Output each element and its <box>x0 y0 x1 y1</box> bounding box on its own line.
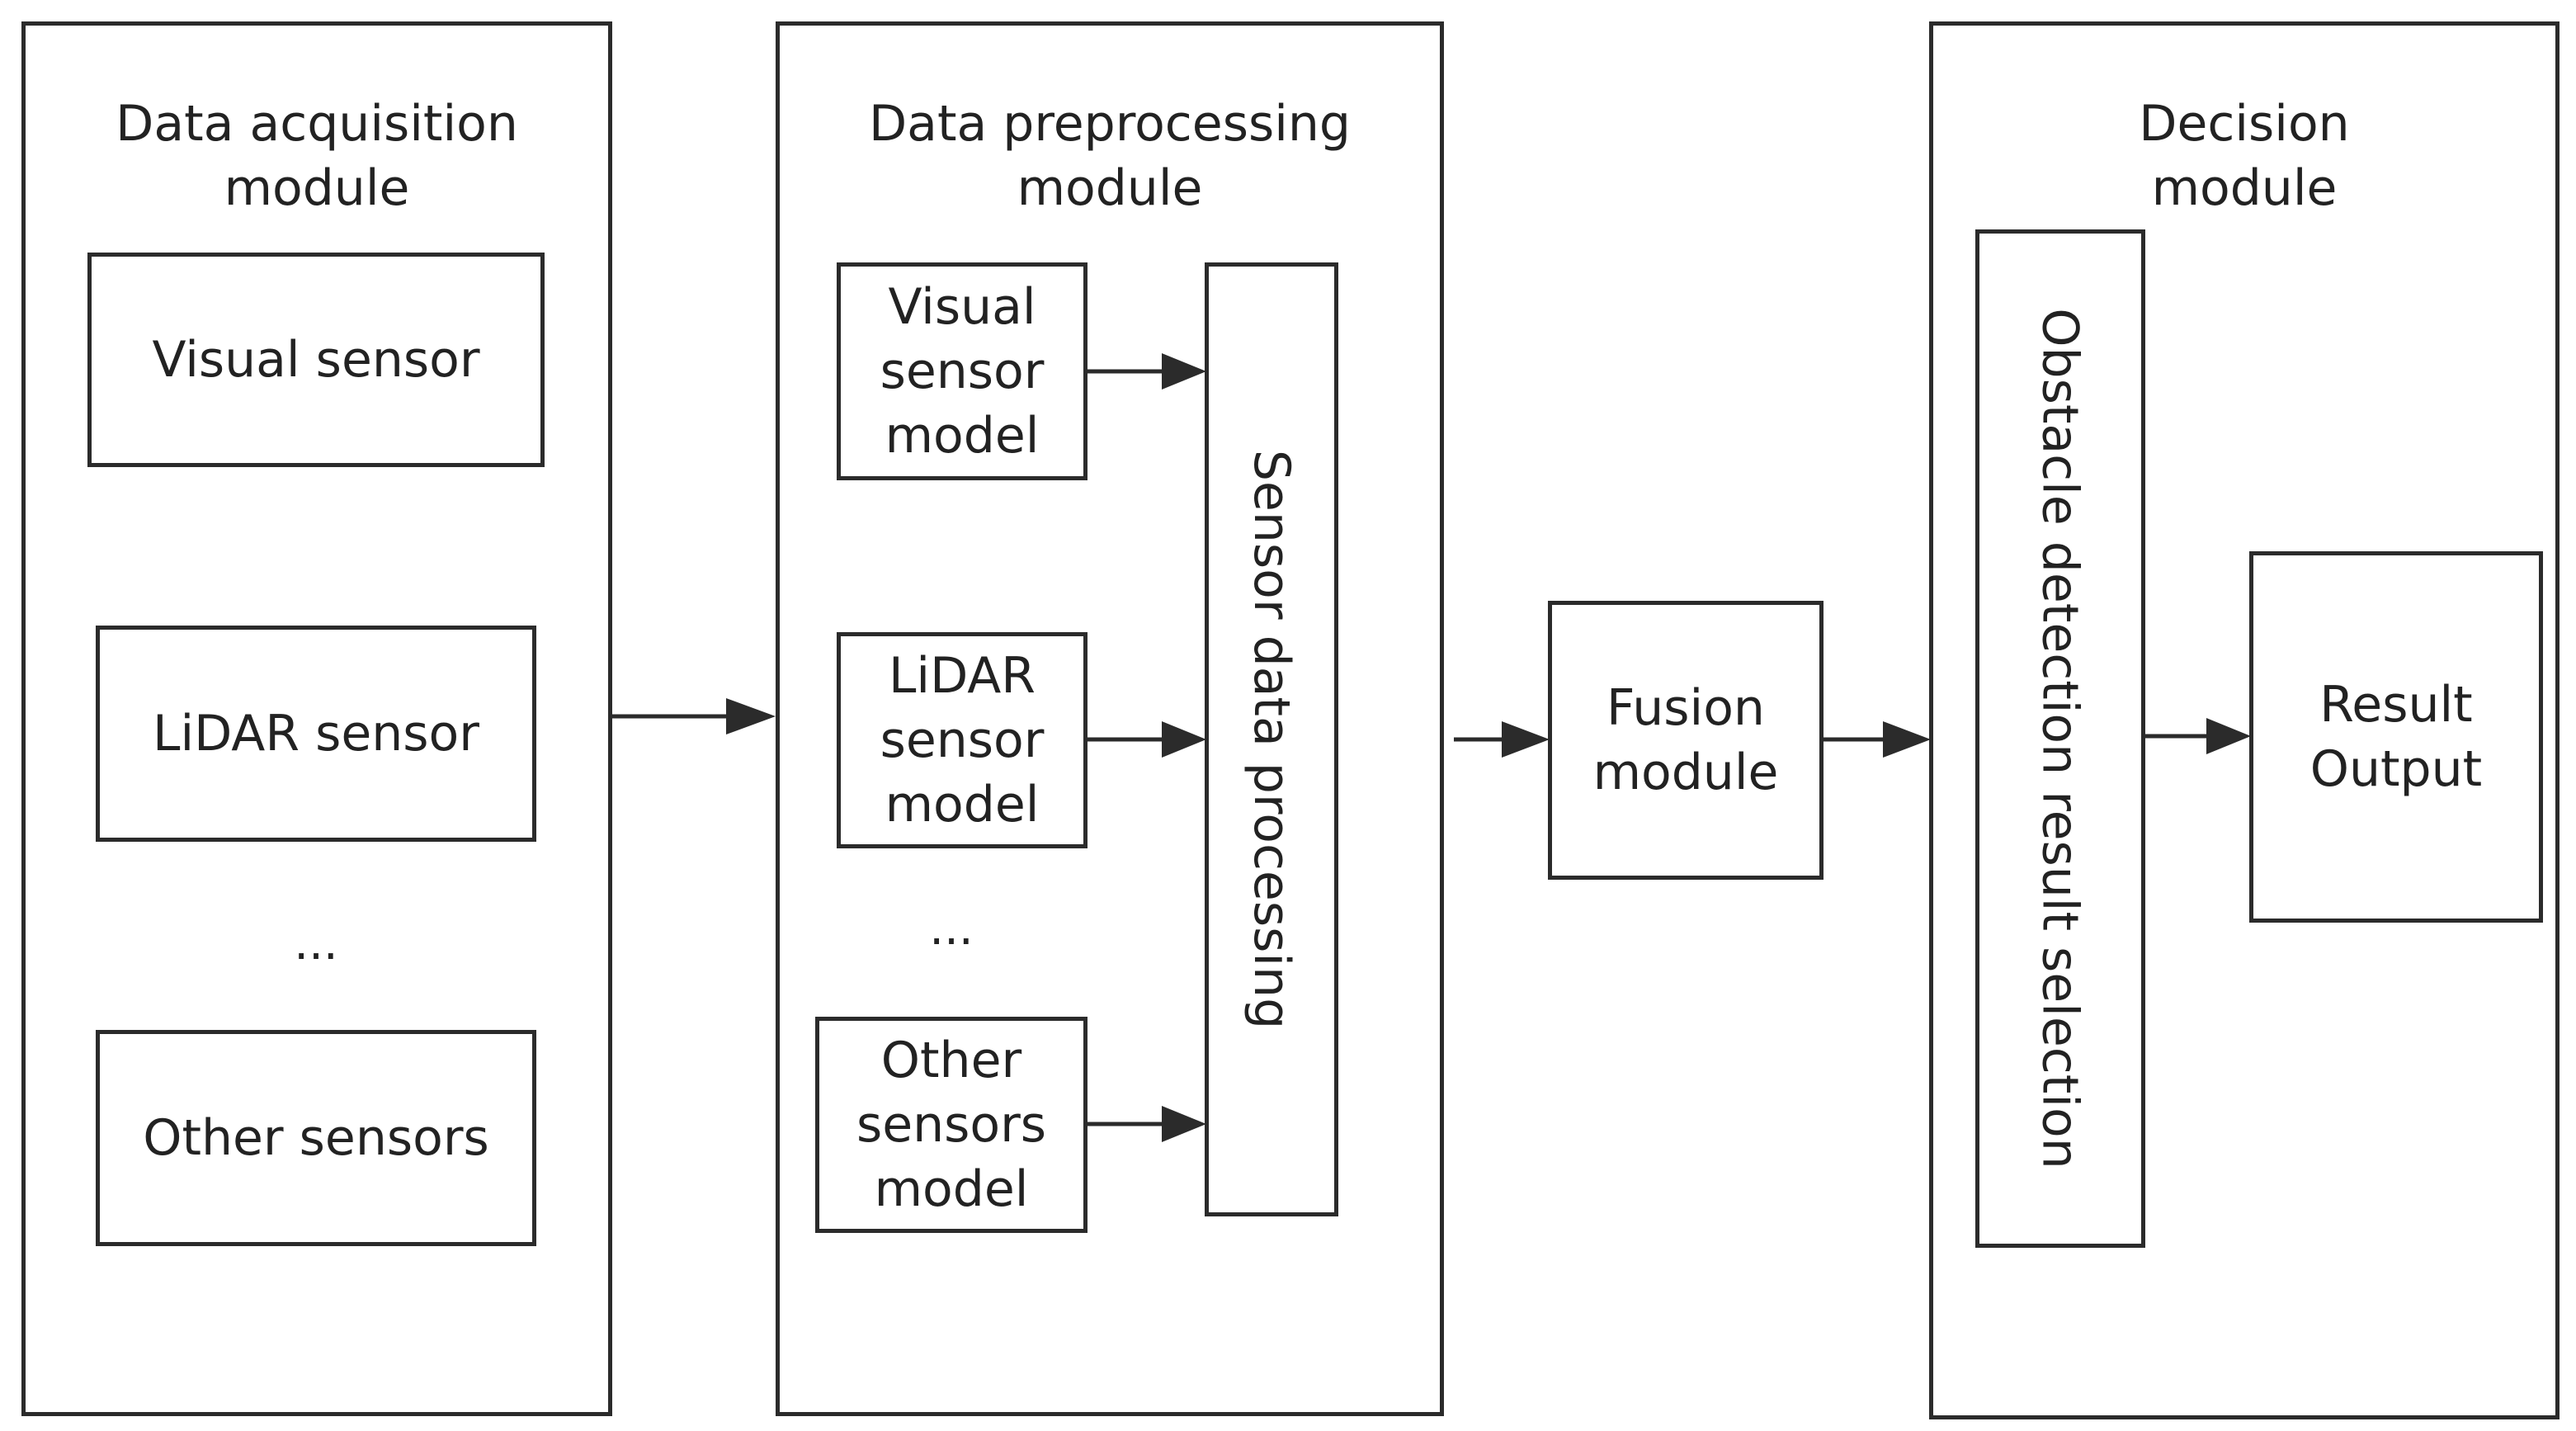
visual-sensor-box: Visual sensor <box>87 253 545 467</box>
lidar-sensor-box: LiDAR sensor <box>96 626 536 842</box>
data-preprocessing-module-title: Data preprocessing module <box>868 95 1352 217</box>
obstacle-detection-box: Obstacle detection result selection <box>1975 229 2145 1248</box>
visual-sensor-label: Visual sensor <box>152 331 480 389</box>
arrowhead-visual-model-to-processing <box>1162 353 1206 390</box>
result-output-box: Result Output <box>2249 551 2543 923</box>
other-sensors-label: Other sensors <box>143 1109 489 1167</box>
fusion-module-box: Fusion module <box>1548 601 1823 880</box>
sensor-data-processing-box: Sensor data processing <box>1205 262 1338 1216</box>
lidar-sensor-model-label: LiDAR sensor model <box>880 647 1045 834</box>
arrowhead-fusion-to-decision <box>1883 721 1931 758</box>
result-output-label: Result Output <box>2309 676 2483 798</box>
arrowhead-preprocessing-to-fusion <box>1502 721 1550 758</box>
visual-sensor-model-label: Visual sensor model <box>880 278 1045 465</box>
arrowhead-selection-to-result <box>2206 718 2251 754</box>
arrowhead-acquisition-to-preprocessing <box>726 698 776 734</box>
other-sensors-model-box: Other sensors model <box>815 1017 1087 1233</box>
preprocessing-ellipsis: ... <box>929 902 974 956</box>
acquisition-ellipsis: ... <box>294 917 338 971</box>
lidar-sensor-label: LiDAR sensor <box>153 705 479 763</box>
data-acquisition-module-title: Data acquisition module <box>116 95 518 217</box>
lidar-sensor-model-box: LiDAR sensor model <box>837 632 1087 848</box>
arrowhead-lidar-model-to-processing <box>1162 721 1206 758</box>
arrowhead-other-model-to-processing <box>1162 1106 1206 1142</box>
fusion-module-label: Fusion module <box>1592 679 1779 801</box>
other-sensors-box: Other sensors <box>96 1030 536 1246</box>
other-sensors-model-label: Other sensors model <box>856 1032 1047 1218</box>
decision-module-title: Decision module <box>2139 95 2350 217</box>
visual-sensor-model-box: Visual sensor model <box>837 262 1087 480</box>
